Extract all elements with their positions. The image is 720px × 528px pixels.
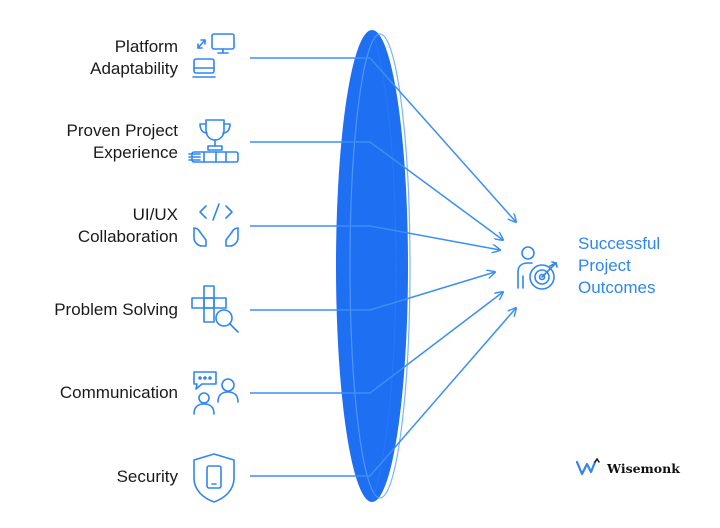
factor-3-label: UI/UX Collaboration: [77, 205, 178, 246]
factor-1-label: Platform Adaptability: [90, 37, 178, 78]
connector-1: [250, 57, 516, 222]
code-hands-icon: [193, 203, 239, 247]
puzzle-search-icon: [191, 285, 239, 333]
connector-3: [250, 225, 500, 250]
trophy-icon: [188, 119, 239, 163]
person-target-icon: [517, 246, 558, 290]
brand: Wisemonk: [575, 458, 680, 478]
shield-device-icon: [193, 453, 235, 503]
connector-4: [250, 272, 495, 311]
wisemonk-logo: [575, 458, 600, 476]
lens: [336, 30, 408, 502]
factor-4-label: Problem Solving: [54, 300, 178, 319]
platform-devices-icon: [192, 33, 235, 78]
people-chat-icon: [193, 371, 239, 415]
brand-name: Wisemonk: [607, 460, 680, 476]
outcome-label: Successful Project Outcomes: [578, 234, 661, 297]
factor-5-label: Communication: [59, 383, 178, 402]
connector-6: [250, 308, 516, 477]
factor-6-label: Security: [116, 467, 178, 486]
connector-5: [250, 292, 503, 394]
connector-2: [250, 141, 503, 240]
factor-2-label: Proven Project Experience: [66, 121, 179, 162]
